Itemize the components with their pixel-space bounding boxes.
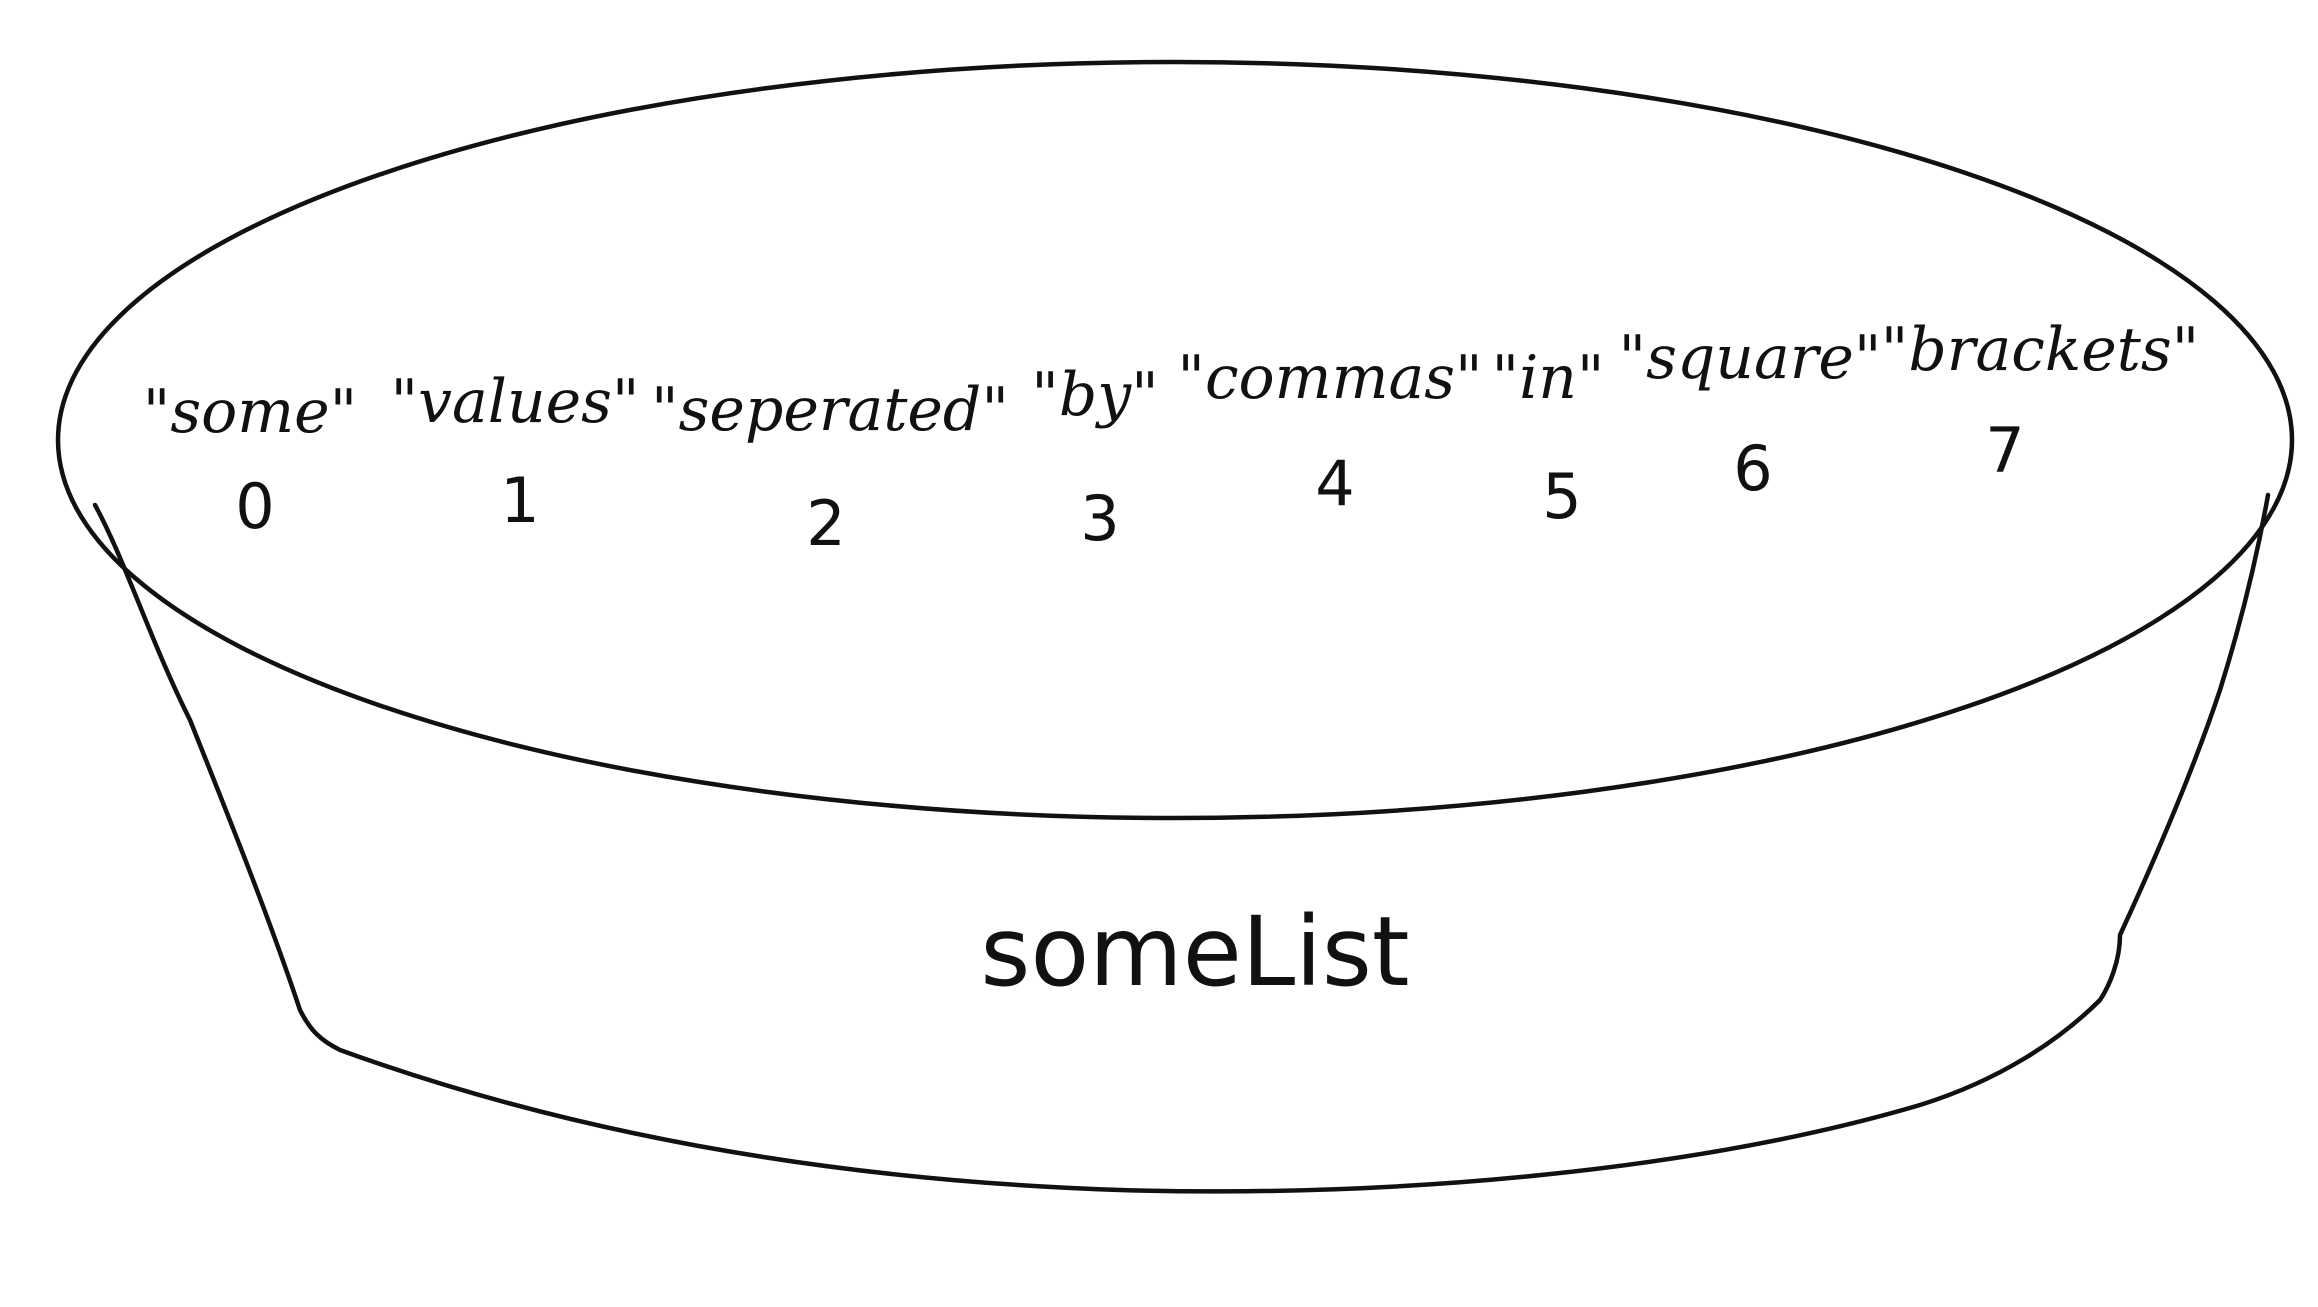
bowl-rim <box>55 59 2295 821</box>
list-indexes: 0 1 2 3 4 5 6 7 <box>235 414 2024 560</box>
list-value-5: "in" <box>1491 343 1604 413</box>
list-index-4: 4 <box>1315 447 1354 520</box>
list-index-5: 5 <box>1542 460 1581 533</box>
list-index-2: 2 <box>806 487 845 560</box>
list-values: "some" "values" "seperated" "by" "commas… <box>143 315 2199 447</box>
list-value-1: "values" <box>391 367 640 437</box>
list-value-2: "seperated" <box>651 375 1009 445</box>
list-value-7: "brackets" <box>1881 315 2199 385</box>
list-index-7: 7 <box>1985 414 2024 487</box>
list-index-3: 3 <box>1080 482 1119 555</box>
list-value-6: "square" <box>1619 323 1882 393</box>
list-value-3: "by" <box>1031 360 1159 430</box>
list-name-label: someList <box>980 896 1409 1008</box>
list-index-1: 1 <box>500 464 539 537</box>
list-index-0: 0 <box>235 470 274 543</box>
list-index-6: 6 <box>1733 432 1772 505</box>
list-value-0: "some" <box>143 377 358 447</box>
list-value-4: "commas" <box>1177 343 1482 413</box>
bowl-body-outline <box>92 492 2271 1194</box>
